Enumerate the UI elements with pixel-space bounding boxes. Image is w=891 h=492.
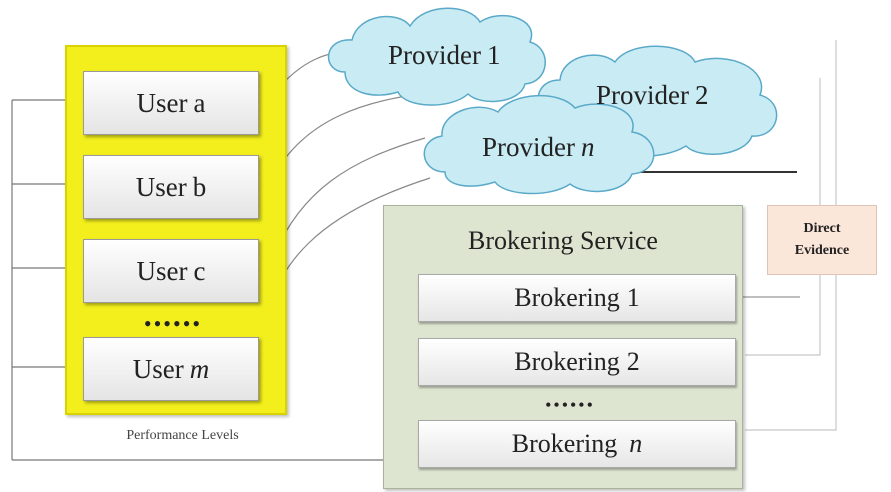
brokering-1-id: 1 [626, 283, 640, 312]
brokering-ellipsis: •••••• [545, 395, 595, 415]
cloud-provider-n [423, 95, 655, 195]
direct-evidence-box: Direct Evidence [767, 205, 877, 275]
right-bus-inner [745, 78, 821, 356]
user-a-prefix: User [136, 87, 188, 118]
provider-1-id: 1 [486, 40, 501, 70]
direct-evidence-line-2: Evidence [794, 243, 850, 258]
brokering-n-id: n [629, 429, 643, 458]
provider-n-id: n [580, 132, 595, 162]
user-m-id: m [189, 353, 210, 384]
user-c-prefix: User [136, 255, 188, 286]
brokering-2-id: 2 [626, 347, 640, 376]
user-b-prefix: User [135, 171, 187, 202]
direct-evidence-line-1: Direct [803, 221, 841, 236]
provider-2-prefix: Provider [596, 80, 689, 110]
brokering-2-prefix: Brokering [514, 347, 620, 376]
users-ellipsis: •••••• [143, 311, 203, 336]
brokering-n-box: Brokering n [418, 420, 736, 468]
performance-levels-caption: Performance Levels [126, 428, 239, 443]
brokering-1-prefix: Brokering [514, 283, 620, 312]
user-b-id: b [192, 171, 207, 202]
provider-n-prefix: Provider [482, 132, 575, 162]
user-m-prefix: User [132, 353, 184, 384]
provider-1-prefix: Provider [388, 40, 481, 70]
user-c-id: c [193, 255, 206, 286]
cloud-provider-1 [327, 7, 546, 106]
user-a-id: a [193, 87, 206, 118]
provider-2-id: 2 [694, 80, 709, 110]
right-bus-outer [745, 40, 837, 431]
brokering-n-prefix: Brokering [511, 429, 618, 458]
brokering-service-title: Brokering Service [468, 226, 658, 255]
